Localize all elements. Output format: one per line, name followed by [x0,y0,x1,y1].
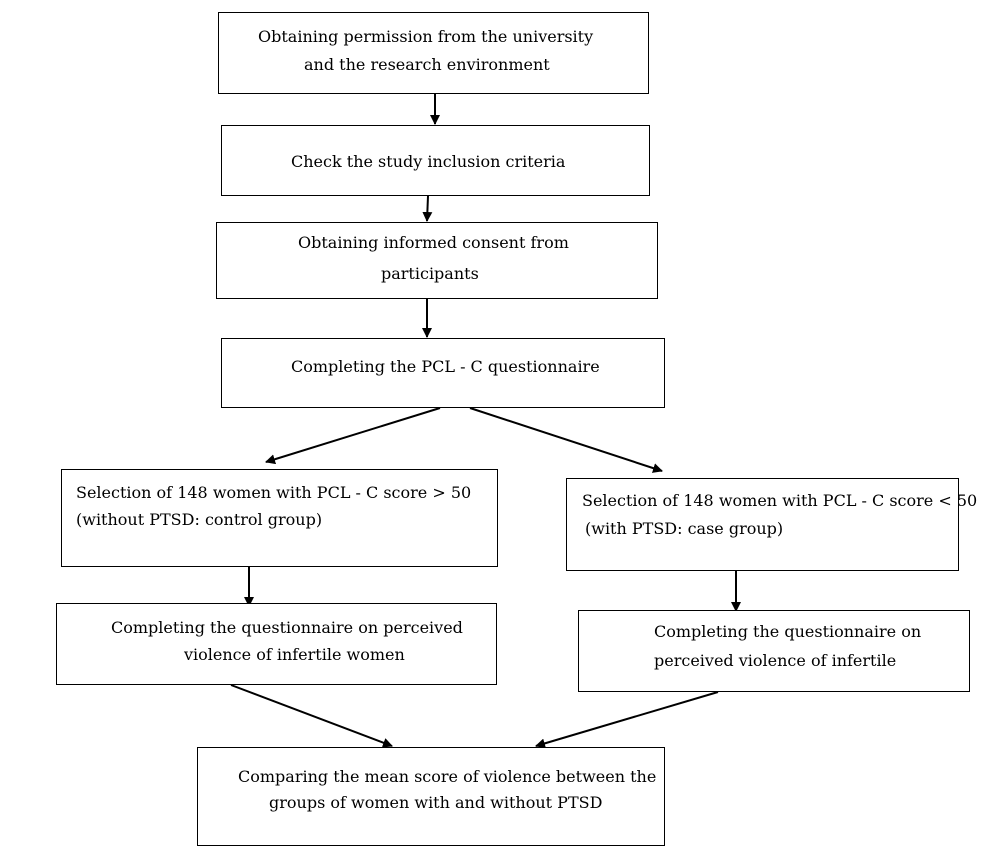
step-control-group-box [61,469,498,567]
step-questionnaire-left-line2: violence of infertile women [184,645,405,664]
arrow-pclc-to-case-group [469,407,663,473]
step-permission-box [218,12,649,94]
arrow-pclc-to-control-group [265,407,441,465]
step-inclusion-box [221,125,650,196]
step-questionnaire-right-line1: Completing the questionnaire on [654,622,922,641]
step-questionnaire-left-box [56,603,497,685]
step-questionnaire-left-line1: Completing the questionnaire on perceive… [111,618,463,637]
step-compare-line1: Comparing the mean score of violence bet… [238,767,657,786]
step-case-group-line1: Selection of 148 women with PCL - C scor… [582,491,978,510]
arrow-questionnaire-right-to-compare [535,691,719,749]
step-pclc-box [221,338,665,408]
step-case-group-line2: (with PTSD: case group) [585,519,784,538]
step-questionnaire-right-box [578,610,970,692]
step-consent-line1: Obtaining informed consent from [298,233,569,252]
step-inclusion-line1: Check the study inclusion criteria [291,152,566,171]
arrow-inclusion-to-consent [422,195,433,222]
step-pclc-line1: Completing the PCL - C questionnaire [291,357,600,376]
step-control-group-line2: (without PTSD: control group) [76,510,323,529]
step-compare-box [197,747,665,846]
step-questionnaire-right-line2: perceived violence of infertile [654,651,897,670]
arrow-questionnaire-left-to-compare [230,684,393,748]
step-compare-line2: groups of women with and without PTSD [269,793,603,812]
step-case-group-box [566,478,959,571]
step-consent-line2: participants [381,264,479,283]
step-permission-line1: Obtaining permission from the university [258,27,594,46]
step-control-group-line1: Selection of 148 women with PCL - C scor… [76,483,472,502]
step-consent-box [216,222,658,299]
step-permission-line2: and the research environment [304,55,550,74]
